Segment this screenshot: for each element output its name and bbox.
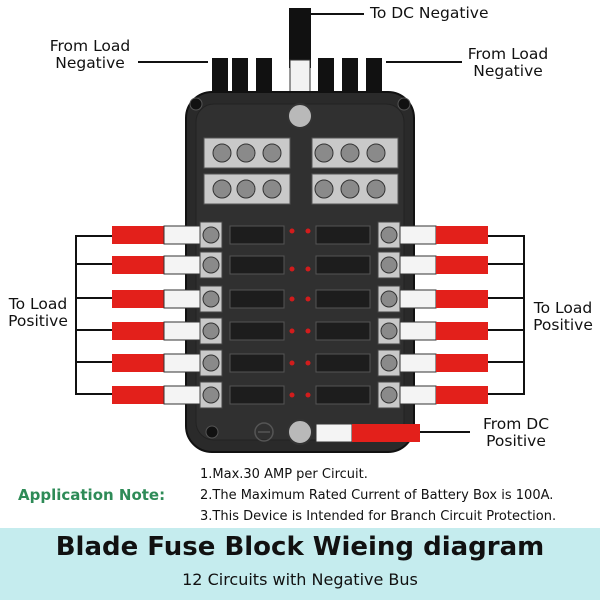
label-line-1: To Load [533,299,593,317]
fuse-row-5 [112,349,488,377]
label-line-2: Positive [8,312,68,330]
footer-banner: Blade Fuse Block Wieing diagram 12 Circu… [0,528,600,600]
application-note-1: 1.Max.30 AMP per Circuit. [200,467,368,482]
label-from-load-negative-right: From Load Negative [456,46,560,80]
footer-subtitle: 12 Circuits with Negative Bus [182,570,418,589]
footer-title: Blade Fuse Block Wieing diagram [55,532,545,562]
fuse-row-4 [112,317,488,345]
label-text: To DC Negative [370,4,489,22]
negative-bus-upper [203,137,399,169]
fuse-row-1 [112,221,488,249]
label-line-1: From Load [49,37,131,55]
label-line-2: Positive [533,316,593,334]
label-line-1: From DC [482,415,550,433]
label-to-load-positive-right: To Load Positive [526,300,600,334]
application-note-heading: Application Note: [18,486,166,504]
mount-hole-bottom-left [205,425,219,439]
label-to-dc-negative: To DC Negative [370,5,489,22]
application-note-2: 2.The Maximum Rated Current of Battery B… [200,488,554,503]
label-line-2: Negative [473,62,543,80]
label-from-load-negative-left: From Load Negative [38,38,142,72]
label-line-1: To Load [8,295,68,313]
dc-negative-stud [287,103,313,129]
label-line-1: From Load [467,45,549,63]
bracket-right-a [488,235,525,395]
mount-hole-top-right [397,97,411,111]
label-line-2: Negative [55,54,125,72]
mount-hole-top-left [189,97,203,111]
fuse-row-2 [112,251,488,279]
dc-positive-wire [287,419,470,445]
negative-bus-lower [203,173,399,205]
fuse-row-3 [112,285,488,313]
label-line-2: Positive [486,432,546,450]
label-from-dc-positive: From DC Positive [470,416,562,450]
ground-symbol-icon [254,422,274,442]
label-to-load-positive-left: To Load Positive [0,296,76,330]
application-note-3: 3.This Device is Intended for Branch Cir… [200,509,557,524]
bracket-left-a [75,235,112,395]
dc-negative-wire [289,8,364,99]
fuse-row-6 [112,381,488,409]
